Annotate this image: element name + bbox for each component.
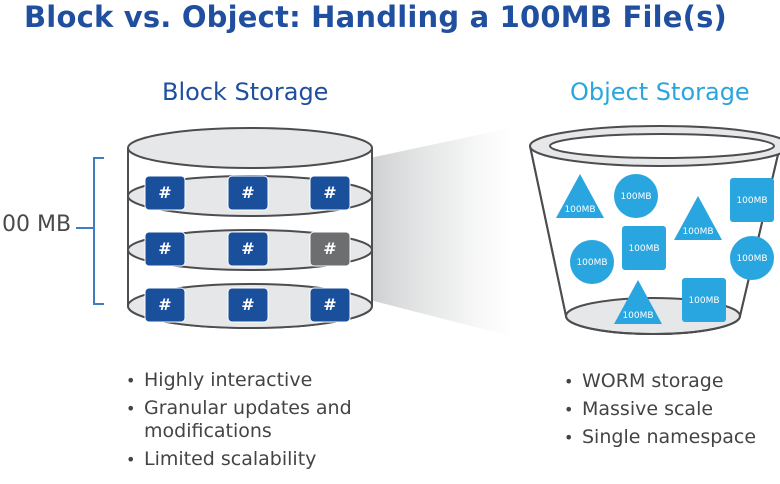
object-circle: 100MB xyxy=(614,174,658,218)
block-symbol: # xyxy=(323,239,336,258)
block: # xyxy=(227,175,269,211)
block: # xyxy=(227,287,269,323)
object-label: 100MB xyxy=(682,227,713,237)
object-circle: 100MB xyxy=(730,236,774,280)
block: # xyxy=(309,175,351,211)
block-symbol: # xyxy=(158,183,171,202)
object-storage-bullets: WORM storage Massive scale Single namesp… xyxy=(562,370,780,454)
size-label: 100 MB xyxy=(0,212,72,237)
block-bullet: Highly interactive xyxy=(124,369,384,392)
object-label: 100MB xyxy=(736,254,767,264)
object-label: 100MB xyxy=(622,311,653,321)
block-modified: # xyxy=(309,231,351,267)
object-triangle: 100MB xyxy=(674,196,722,240)
object-storage-heading: Object Storage xyxy=(570,78,750,106)
block: # xyxy=(144,231,186,267)
block-symbol: # xyxy=(323,183,336,202)
block-symbol: # xyxy=(241,183,254,202)
object-group: 100MB 100MB 100MB 100MB 100MB 100MB 100MB 100MB… xyxy=(556,174,774,324)
page-title: Block vs. Object: Handling a 100MB File(… xyxy=(24,0,727,34)
block-bullet: Limited scalability xyxy=(124,448,384,471)
object-label: 100MB xyxy=(564,205,595,215)
block-bullet: Granular updates and modifications xyxy=(124,397,384,443)
block-grid: # # # # # # # # # xyxy=(144,175,351,323)
object-square: 100MB xyxy=(730,178,774,222)
object-label: 100MB xyxy=(620,192,651,202)
block: # xyxy=(309,287,351,323)
object-label: 100MB xyxy=(736,196,767,206)
block-storage-bullets: Highly interactive Granular updates and … xyxy=(124,369,384,476)
object-triangle: 100MB xyxy=(556,174,604,218)
size-bracket xyxy=(76,157,104,305)
object-label: 100MB xyxy=(688,296,719,306)
block: # xyxy=(144,287,186,323)
object-bullet: Single namespace xyxy=(562,426,780,449)
object-triangle: 100MB xyxy=(614,280,662,324)
object-label: 100MB xyxy=(576,258,607,268)
transfer-beam xyxy=(370,128,510,336)
object-bullet: Massive scale xyxy=(562,398,780,421)
object-circle: 100MB xyxy=(570,240,614,284)
block-symbol: # xyxy=(158,295,171,314)
object-square: 100MB xyxy=(622,226,666,270)
block-symbol: # xyxy=(241,295,254,314)
block-symbol: # xyxy=(241,239,254,258)
block-symbol: # xyxy=(158,239,171,258)
block-storage-heading: Block Storage xyxy=(162,78,329,106)
object-bullet: WORM storage xyxy=(562,370,780,393)
block: # xyxy=(144,175,186,211)
object-label: 100MB xyxy=(628,244,659,254)
block-symbol: # xyxy=(323,295,336,314)
block: # xyxy=(227,231,269,267)
object-square: 100MB xyxy=(682,278,726,322)
